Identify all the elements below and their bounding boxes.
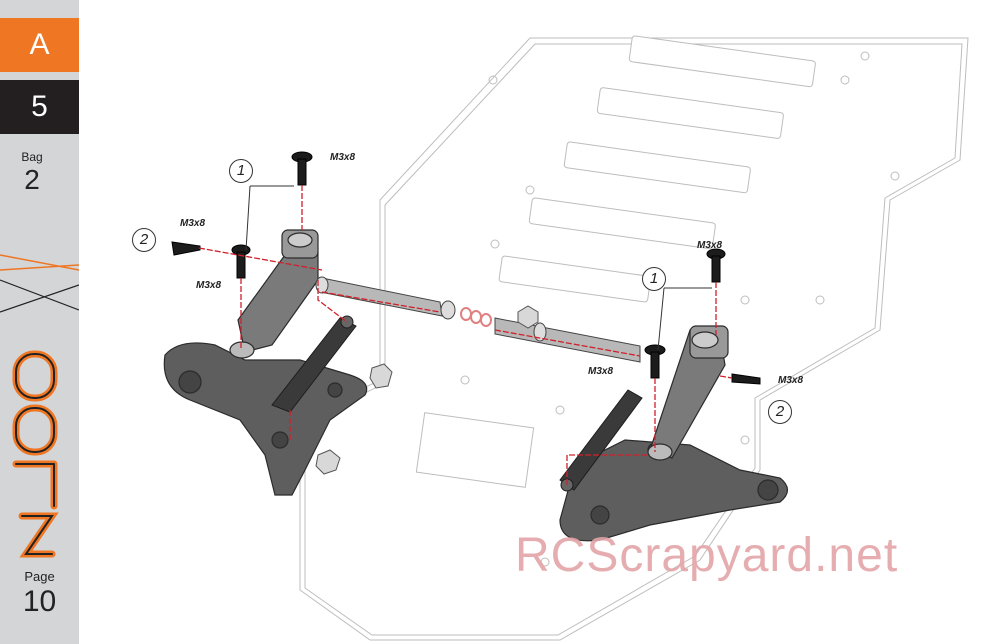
- screws: [171, 151, 761, 385]
- screw-label-top: M3x8: [330, 152, 356, 163]
- screw-label-right-top: M3x8: [697, 240, 723, 251]
- chassis-holes: [415, 51, 900, 567]
- nuts: [315, 305, 539, 475]
- callout-leaders: [245, 185, 712, 351]
- sidebar-stripe-lines: [0, 254, 79, 313]
- chassis-slots: [498, 35, 816, 303]
- screw-label-right: M3x8: [778, 375, 804, 386]
- page-label: Page: [24, 569, 55, 584]
- turnbuckle: [315, 276, 641, 363]
- sidebar: A 5 Bag 2 Page 10: [0, 0, 79, 644]
- bag-label: Bag: [21, 150, 43, 164]
- right-camber-link: [559, 389, 643, 492]
- screw-label-right-mid: M3x8: [588, 366, 614, 377]
- callout-1-left: 1: [229, 159, 253, 183]
- right-camber-mount: [647, 325, 729, 461]
- brand-logo: [12, 350, 59, 558]
- callout-2-right: 2: [768, 400, 792, 424]
- bag-number: 2: [24, 164, 40, 195]
- screw-label-left-lower: M3x8: [196, 280, 222, 291]
- page-number: 10: [22, 585, 57, 618]
- screw-label-left: M3x8: [180, 218, 206, 229]
- callout-1-right: 1: [642, 267, 666, 291]
- left-camber-mount: [229, 229, 319, 359]
- left-shock-tower: [163, 342, 368, 496]
- callout-2-left: 2: [132, 228, 156, 252]
- right-shock-tower: [559, 439, 789, 542]
- assembly-diagram: [163, 35, 969, 641]
- watermark: RCScrapyard.net: [515, 529, 899, 582]
- section-tab: A: [0, 18, 79, 72]
- step-tab: 5: [0, 80, 79, 134]
- guide-lines: [198, 185, 733, 485]
